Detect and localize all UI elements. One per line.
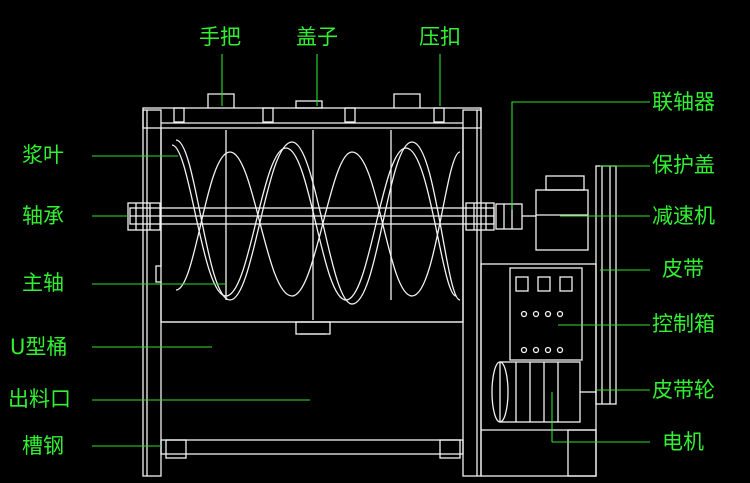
label-guard: 保护盖 [652,153,715,177]
protective-cover [595,165,617,405]
label-reducer: 减速机 [652,204,715,228]
top-lid [142,107,482,129]
control-box-panel [509,267,583,361]
leader-lines [92,54,650,447]
lid-center-plate [295,100,323,109]
label-clamp: 压扣 [419,25,461,49]
handle-left [207,93,235,108]
label-channel-steel: 槽钢 [22,434,64,458]
label-outlet: 出料口 [8,387,71,411]
ribbon-outer [171,144,457,301]
motor [499,361,581,423]
side-frame [480,263,597,477]
label-coupling: 联轴器 [652,90,715,114]
label-pulley: 皮带轮 [652,378,715,402]
label-lid: 盖子 [296,25,338,49]
clamps [173,107,445,123]
label-bearing: 轴承 [22,204,64,228]
label-motor: 电机 [662,430,704,454]
reducer [535,189,589,251]
label-u-tank: U型桶 [10,335,68,359]
left-frame-post [142,109,162,477]
label-handle: 手把 [199,25,241,49]
outlet [295,321,331,335]
bearing-right [465,202,495,231]
label-main-shaft: 主轴 [22,271,64,295]
handle-right [393,93,421,108]
label-belt: 皮带 [662,257,704,281]
label-blade: 浆叶 [22,143,64,167]
base-channel [160,439,464,455]
label-control-box: 控制箱 [652,312,715,336]
right-frame-post [462,109,482,477]
coupling [495,203,523,230]
